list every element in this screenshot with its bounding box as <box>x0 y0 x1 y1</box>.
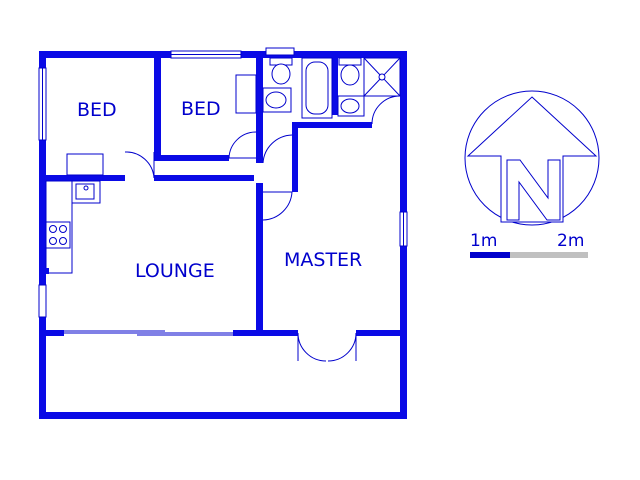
basin-icon <box>262 87 292 113</box>
bathtub-icon <box>301 57 333 119</box>
sliding-door <box>64 330 233 336</box>
scale-bar-dark-segment <box>470 252 510 258</box>
room-label-bed-1: BED <box>77 99 117 121</box>
basin-icon <box>337 95 365 117</box>
room-label-lounge: LOUNGE <box>135 260 215 282</box>
scale-label-2m: 2m <box>557 231 584 251</box>
stove-icon <box>45 221 71 249</box>
north-arrow-icon <box>464 90 600 226</box>
desk-icon <box>66 153 104 176</box>
fixtures <box>44 57 401 274</box>
room-label-bed-2: BED <box>181 98 221 120</box>
toilet-icon <box>269 57 293 85</box>
shower-icon <box>363 57 401 97</box>
door-swings <box>124 95 401 362</box>
toilet-icon <box>338 57 362 86</box>
room-label-master: MASTER <box>284 249 362 271</box>
interior-walls <box>39 55 407 336</box>
windows <box>38 47 408 318</box>
desk-icon <box>235 74 257 114</box>
scale-bar: 1m 2m <box>470 231 588 258</box>
scale-bar-light-segment <box>510 252 588 258</box>
scale-label-1m: 1m <box>470 231 497 251</box>
